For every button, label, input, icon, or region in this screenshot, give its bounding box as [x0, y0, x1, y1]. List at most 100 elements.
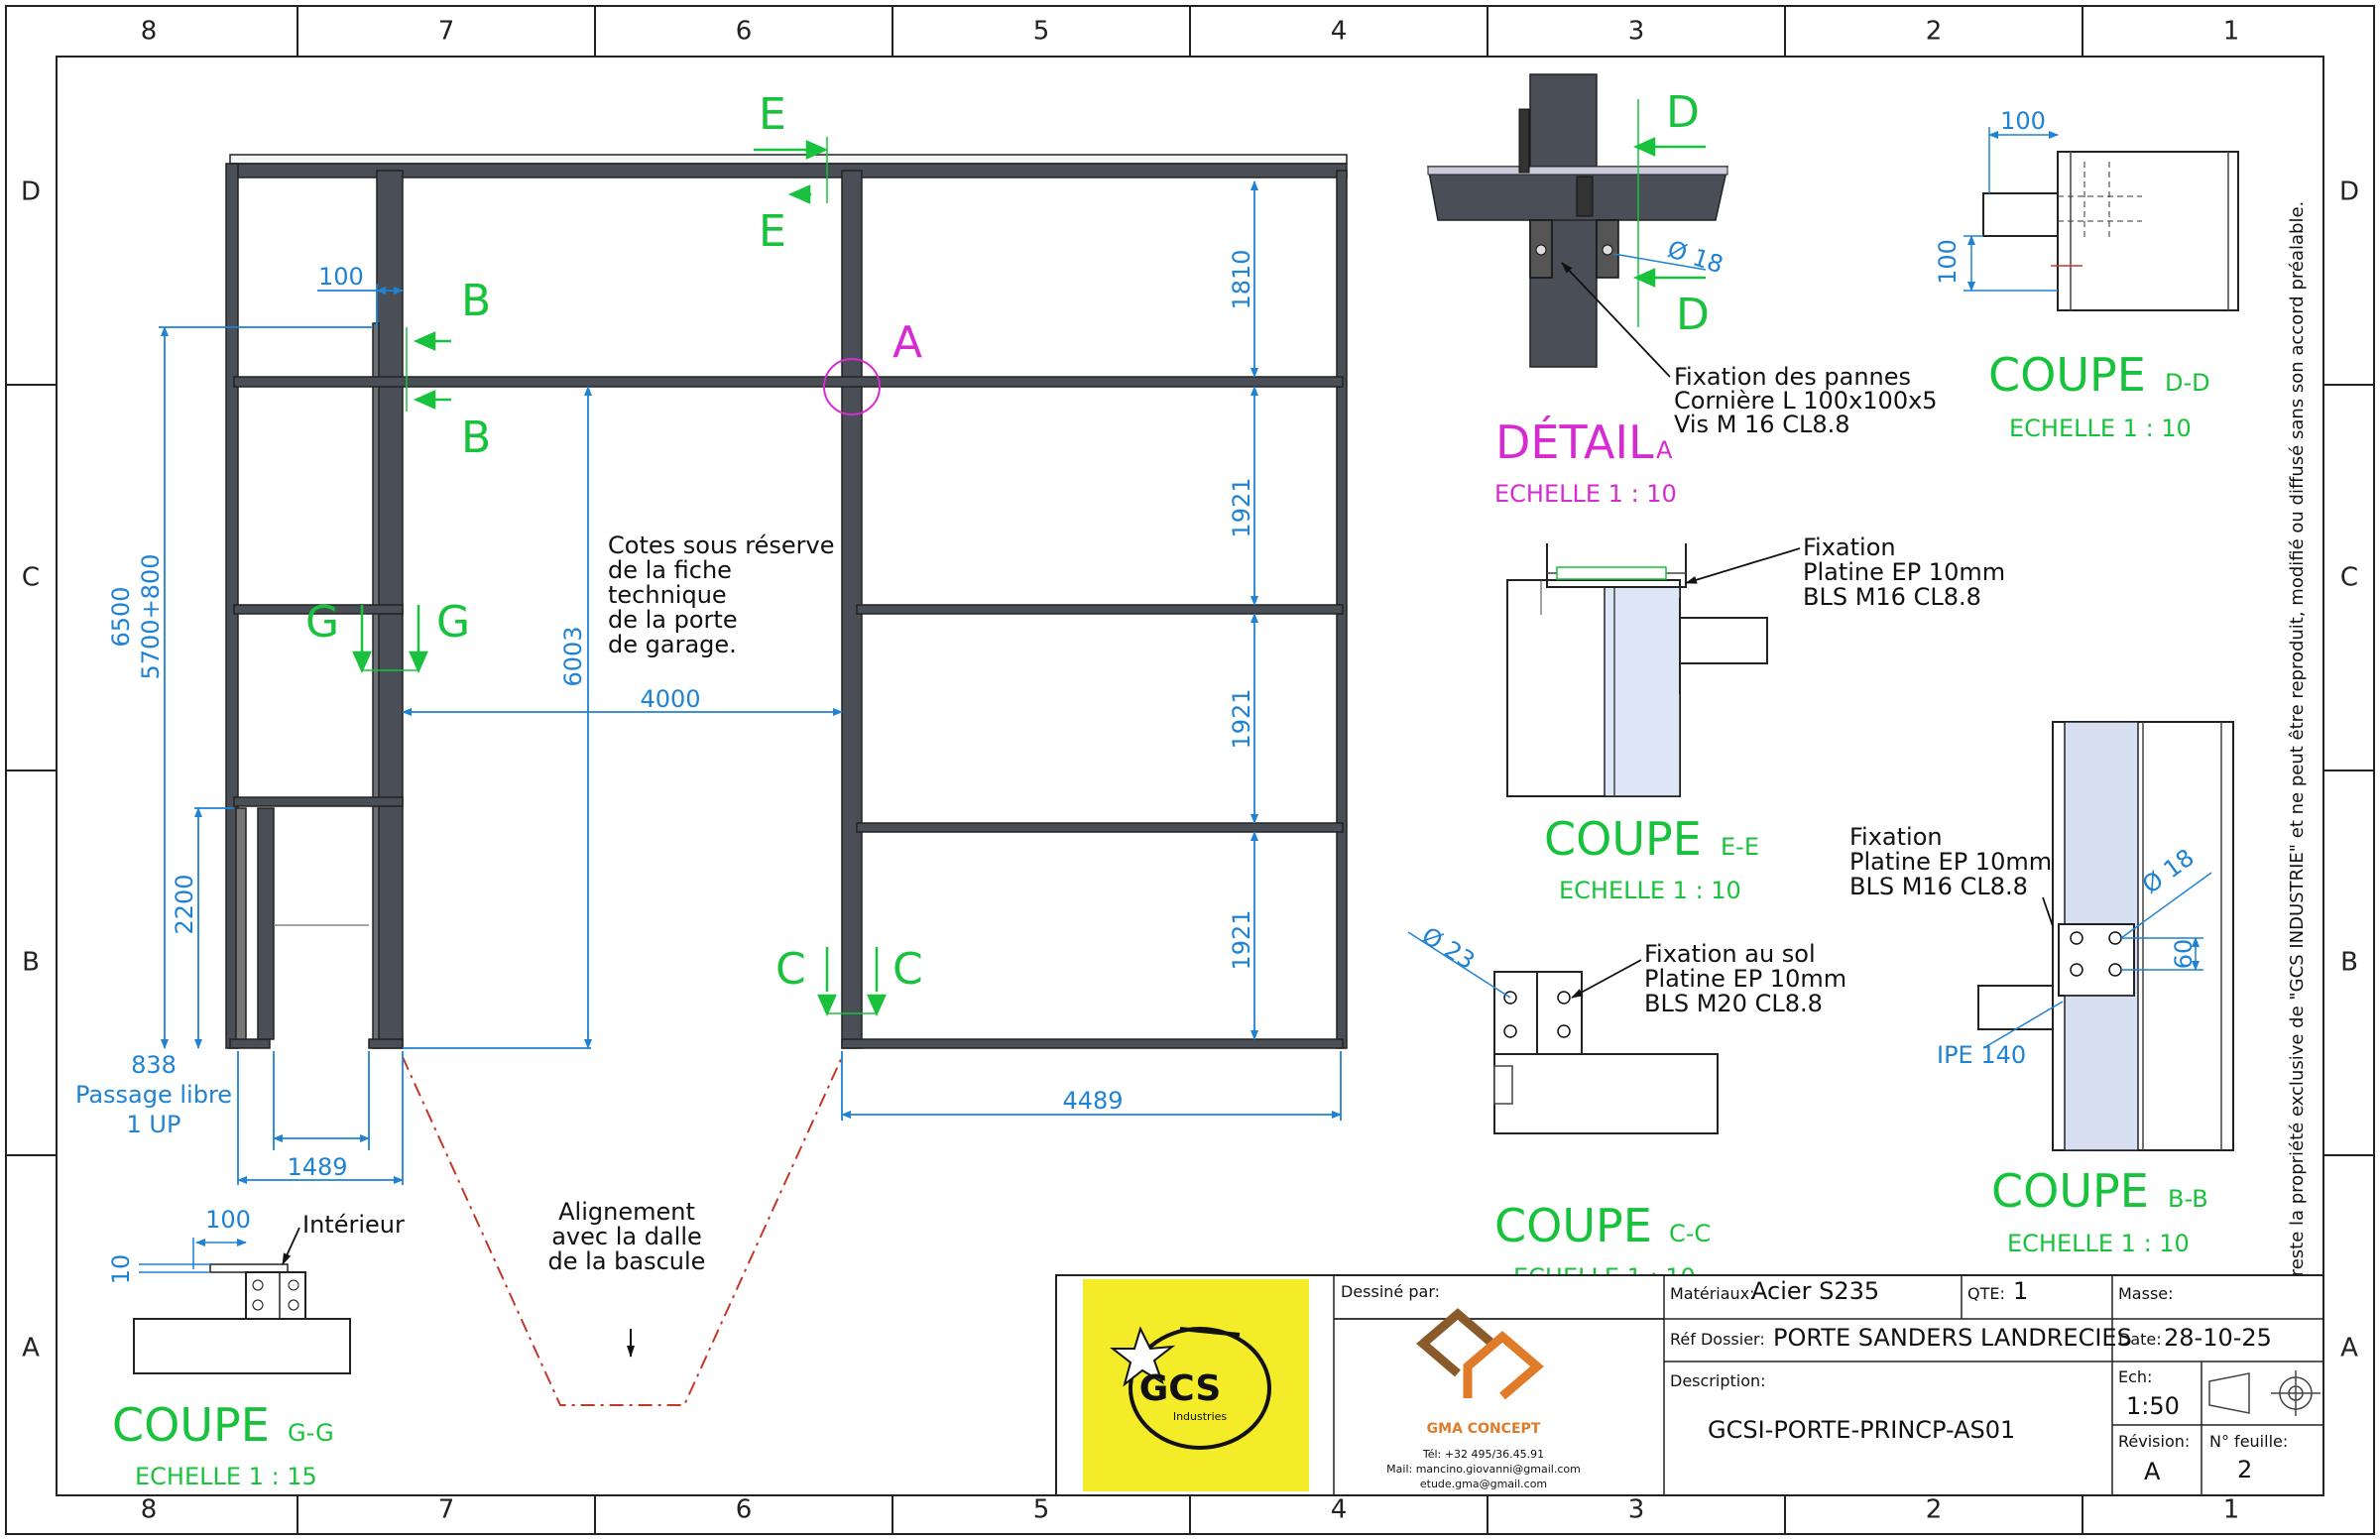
coupe-ee-letters: E-E: [1721, 833, 1759, 861]
contact-phone: Tél: +32 495/36.45.91: [1422, 1448, 1544, 1461]
zone-col-7-top: 7: [438, 17, 455, 47]
zone-col-4-bottom: 4: [1331, 1495, 1348, 1525]
coupe-ee-title: COUPE: [1544, 812, 1702, 866]
coupe-bb-callout-1: Fixation: [1849, 823, 1943, 851]
steel-frame: [225, 154, 1348, 1049]
passage-libre-line-1: Passage libre: [75, 1081, 232, 1109]
section-g-left: G: [305, 597, 339, 648]
dim-2200: 2200: [171, 874, 198, 934]
ownership-note: Ce plan reste la propriété exclusive de …: [2287, 201, 2308, 1351]
zone-row-b-right: B: [2340, 948, 2358, 978]
detail-a-view: D D Ø 18 Fixation des pannes Cornière L …: [1427, 73, 1938, 508]
projection-symbol-icon: [2208, 1370, 2320, 1416]
mass-label: Masse:: [2118, 1284, 2174, 1303]
zone-col-8-bottom: 8: [141, 1495, 158, 1525]
zone-col-6-bottom: 6: [736, 1495, 753, 1525]
zone-col-2-bottom: 2: [1926, 1495, 1943, 1525]
zone-col-1-top: 1: [2223, 17, 2240, 47]
zone-row-c-left: C: [22, 563, 40, 593]
ref-value: PORTE SANDERS LANDRECIES: [1773, 1324, 2132, 1352]
section-c-left: C: [775, 944, 806, 995]
revision-label: Révision:: [2118, 1432, 2190, 1451]
zone-row-d-right: D: [2339, 178, 2359, 207]
detail-a-callout-2: Cornière L 100x100x5: [1674, 387, 1938, 415]
coupe-gg-dim-v: 10: [107, 1254, 135, 1285]
revision-value: A: [2144, 1458, 2161, 1485]
detail-a-title-letter: A: [1656, 436, 1673, 464]
main-dimensions: [159, 180, 1342, 1185]
detail-a-diameter: Ø 18: [1664, 235, 1726, 279]
zone-col-6-top: 6: [736, 17, 753, 47]
coupe-bb-callout-3: BLS M16 CL8.8: [1849, 873, 2028, 900]
coupe-gg-dim-h: 100: [205, 1206, 251, 1234]
contact-mail: Mail: mancino.giovanni@gmail.com: [1386, 1463, 1581, 1476]
main-elevation: A: [75, 89, 1348, 1406]
description-label: Description:: [1670, 1371, 1766, 1390]
gcs-logo-sub: Industries: [1173, 1410, 1228, 1423]
zone-col-2-top: 2: [1926, 17, 1943, 47]
material-value: Acier S235: [1751, 1277, 1879, 1305]
detail-a-circle: [823, 358, 881, 415]
detail-a-section-d-bottom: D: [1676, 290, 1710, 340]
coupe-bb-view: Ø 18 60 IPE 140 Fixation Platine EP 10mm…: [1849, 721, 2234, 1257]
alignment-line-2: avec la dalle: [551, 1223, 702, 1250]
reservation-note: Cotes sous réserve de la fiche technique…: [608, 532, 835, 658]
coupe-cc-view: Ø 23 Fixation au sol Platine EP 10mm BLS…: [1407, 921, 1846, 1291]
zone-row-b-left: B: [22, 948, 40, 978]
zone-col-1-bottom: 1: [2223, 1495, 2240, 1525]
coupe-cc-callout-2: Platine EP 10mm: [1644, 965, 1846, 993]
detail-a-scale: ECHELLE 1 : 10: [1494, 480, 1677, 508]
sheet-value: 2: [2237, 1456, 2252, 1483]
section-b-bottom: B: [461, 413, 491, 463]
zone-col-5-bottom: 5: [1033, 1495, 1050, 1525]
dim-1810: 1810: [1228, 249, 1255, 309]
gcs-logo-text: GCS: [1139, 1368, 1222, 1409]
section-c-right: C: [892, 944, 923, 995]
note-line-2: de la fiche: [608, 556, 732, 584]
zone-col-7-bottom: 7: [438, 1495, 455, 1525]
zone-col-5-top: 5: [1033, 17, 1050, 47]
passage-libre-line-2: 1 UP: [127, 1111, 181, 1138]
coupe-gg-view: 100 10 Intérieur COUPE G-G ECHELLE 1 : 1…: [107, 1206, 405, 1490]
section-arrows: [352, 137, 887, 1017]
coupe-cc-letters: C-C: [1669, 1220, 1711, 1247]
note-line-5: de garage.: [608, 631, 737, 658]
dim-6003: 6003: [559, 626, 587, 686]
coupe-gg-label: Intérieur: [302, 1211, 405, 1239]
detail-a-title: DÉTAIL: [1495, 415, 1654, 469]
coupe-dd-dim-h: 100: [2000, 107, 2046, 135]
zone-row-a-left: A: [22, 1334, 40, 1363]
coupe-gg-title: COUPE: [112, 1398, 270, 1452]
contact-mail-2: etude.gma@gmail.com: [1420, 1478, 1547, 1490]
coupe-ee-callout-1: Fixation: [1803, 533, 1896, 561]
alignment-line-1: Alignement: [558, 1198, 695, 1226]
dim-838: 838: [131, 1051, 177, 1079]
description-value: GCSI-PORTE-PRINCP-AS01: [1708, 1416, 2015, 1444]
dim-1921-middle: 1921: [1228, 688, 1255, 749]
dim-1489: 1489: [287, 1153, 347, 1181]
detail-a-callout-1: Fixation des pannes: [1674, 363, 1911, 391]
coupe-cc-callout-1: Fixation au sol: [1644, 940, 1816, 968]
detail-a-label: A: [892, 317, 922, 368]
coupe-dd-scale: ECHELLE 1 : 10: [2009, 415, 2192, 442]
coupe-ee-callout-2: Platine EP 10mm: [1803, 558, 2005, 586]
gma-company: GMA CONCEPT: [1427, 1421, 1541, 1437]
coupe-dd-title: COUPE: [1988, 348, 2146, 402]
coupe-bb-title: COUPE: [1991, 1164, 2149, 1218]
note-line-1: Cotes sous réserve: [608, 532, 835, 559]
coupe-gg-letters: G-G: [288, 1419, 334, 1447]
alignment-line-3: de la bascule: [548, 1247, 706, 1275]
coupe-cc-diameter: Ø 23: [1417, 921, 1480, 975]
dim-100-top: 100: [318, 263, 364, 291]
qty-value: 1: [2013, 1277, 2028, 1305]
zone-col-3-top: 3: [1628, 17, 1645, 47]
coupe-ee-scale: ECHELLE 1 : 10: [1559, 877, 1741, 904]
title-block: GCS Industries Dessiné par: GMA CONCEPT …: [1055, 1274, 2324, 1496]
detail-a-section-d-top: D: [1666, 87, 1700, 138]
dim-6500: 6500: [107, 586, 135, 647]
coupe-dd-letters: D-D: [2165, 369, 2210, 397]
zone-row-d-left: D: [21, 178, 41, 207]
zone-row-a-right: A: [2340, 1334, 2358, 1363]
section-b-top: B: [461, 276, 491, 326]
